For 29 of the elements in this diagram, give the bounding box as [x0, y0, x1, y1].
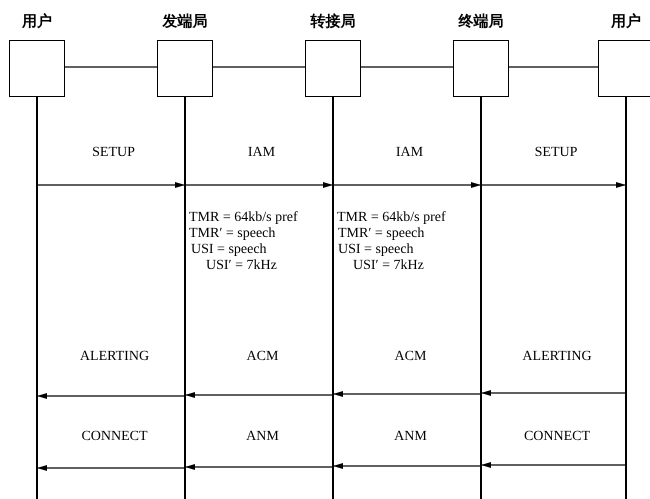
message-arrow [481, 390, 626, 396]
message-arrow [37, 393, 185, 399]
node-heading: 发端局 [162, 12, 208, 31]
message-arrow [37, 182, 185, 188]
message-arrow [333, 463, 481, 469]
connecting-line [213, 66, 305, 68]
parameter-label: USI′ = 7kHz [206, 258, 277, 274]
message-arrow [185, 392, 333, 398]
node-heading: 用户 [611, 12, 641, 31]
message-arrow [37, 465, 185, 471]
parameter-label: USI′ = 7kHz [353, 258, 424, 274]
parameter-label: TMR = 64kb/s pref [337, 210, 446, 226]
message-arrow [185, 464, 333, 470]
node-heading: 转接局 [310, 12, 356, 31]
connecting-line [65, 66, 157, 68]
connecting-line [361, 66, 453, 68]
parameter-label: USI = speech [338, 242, 414, 258]
message-arrow [481, 462, 626, 468]
node-heading: 终端局 [458, 12, 504, 31]
parameter-label: USI = speech [191, 242, 267, 258]
connecting-line [509, 66, 598, 68]
parameter-label: TMR′ = speech [338, 226, 424, 242]
parameter-label: TMR′ = speech [189, 226, 276, 242]
parameter-label: TMR = 64kb/s pref [189, 210, 298, 226]
node-heading: 用户 [22, 12, 52, 31]
message-arrow [185, 182, 333, 188]
message-arrow [333, 182, 481, 188]
message-arrow [333, 391, 481, 397]
message-arrow [481, 182, 626, 188]
